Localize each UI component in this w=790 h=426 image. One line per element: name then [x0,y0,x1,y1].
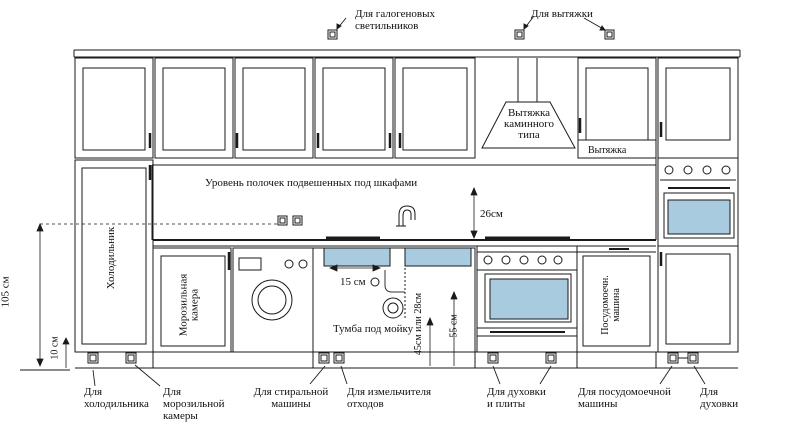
label-dim-26: 26см [480,208,503,220]
label-dishwasher: Посудомоечн.машина [599,275,622,335]
label-shelf-level: Уровень полочек подвешенных под шкафами [205,177,418,189]
dimension-lines [36,186,478,368]
top-outlets [327,29,615,40]
hood-panel [577,139,657,159]
label-dim-45-28: 45см или 28см [413,292,425,356]
label-fridge: Холодильник [105,226,118,290]
faucet-icon [396,205,416,227]
upper-cabinets [74,57,739,159]
label-hood-panel: Вытяжка [588,145,627,156]
oven-column [657,157,739,353]
chimney-hood [481,58,576,149]
label-dim-55: 55 см [448,314,460,338]
leader-arrows [92,15,706,387]
label-dim-15: 15 см [340,276,366,288]
label-hood-outlets: Для вытяжки [531,8,593,20]
dishwasher-cabinet [577,248,656,347]
sink-cabinet [312,247,476,353]
stove [476,245,578,353]
label-dim-105: 105 см [0,276,12,308]
label-dim-10: 10 см [49,336,61,360]
plinth-outlets [87,352,699,364]
washing-machine [232,247,314,353]
upper-handles [148,118,663,148]
label-sink-cabinet: Тумба под мойку [333,323,414,335]
